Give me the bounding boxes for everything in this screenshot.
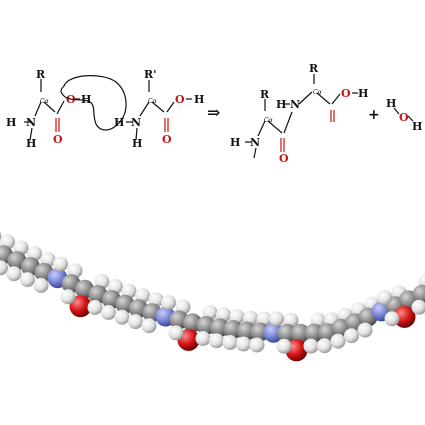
water-removal-loop [60, 75, 127, 131]
hydrogen-atom [33, 277, 49, 293]
hydrogen-atom [168, 325, 184, 341]
hydrogen-atom [222, 335, 238, 350]
product-r1-label: R [260, 88, 270, 101]
carbon-atom [277, 323, 297, 343]
reaction-arrow: ⇒ [207, 103, 220, 122]
product-carbonyl-o-label: O [279, 152, 289, 165]
product-amine-n-label: N [250, 136, 260, 149]
r-group-label: R [36, 68, 46, 81]
product-alpha-carbon-2: Cα [313, 89, 322, 96]
amine-h2-label: H [26, 137, 36, 150]
hydrogen-atom [87, 300, 103, 315]
carbon-atom [291, 323, 310, 343]
hydrogen-atom [344, 328, 359, 344]
amine-h2-label-2: H [132, 137, 142, 150]
peptide-h-label: H [276, 98, 286, 111]
hydrogen-atom [249, 337, 265, 353]
alpha-carbon-label: Cα [40, 98, 49, 105]
hydrogen-atom [161, 295, 176, 310]
hydrogen-atom [236, 336, 251, 352]
alpha-carbon-label-2: Cα [148, 98, 157, 105]
oxygen-atom [69, 295, 92, 318]
hydrogen-atom [317, 338, 332, 354]
amine-n-label: N [26, 116, 36, 129]
product-r2-label: R [309, 62, 319, 75]
carbonyl-o-label-2: O [162, 133, 172, 146]
peptide-n-label: N [290, 98, 300, 111]
dipeptide-product: R R Cα Cα H N N H O O H [230, 62, 368, 165]
hydrogen-atom [6, 266, 22, 282]
hydroxyl-h-label-2: H [194, 93, 204, 106]
hydrogen-atom [384, 311, 400, 327]
plus-sign: + [368, 107, 380, 123]
hydrogen-atom [195, 331, 211, 346]
amino-acid-1: R Cα H N H O H O [6, 68, 91, 150]
product-hydroxyl-o-label: O [341, 87, 351, 100]
nitrogen-atom [263, 322, 284, 343]
hydrogen-atom [303, 338, 319, 354]
hydrogen-atom [114, 309, 130, 325]
hydrogen-atom [20, 272, 35, 288]
amine-h-label: H [6, 116, 16, 129]
hydrogen-atom [141, 318, 157, 334]
hydrogen-atom [276, 338, 292, 354]
hydrogen-atom [60, 289, 76, 305]
water-h2-label: H [412, 120, 422, 133]
hydrogen-atom [411, 299, 425, 315]
carbon-atom [304, 323, 324, 343]
hydrogen-atom [101, 305, 116, 320]
product-hydroxyl-h-label: H [358, 87, 368, 100]
polyamide-chain-model [0, 231, 425, 362]
product-amine-h-label: H [230, 136, 240, 149]
amine-h-label-2: H [114, 116, 124, 129]
hydrogen-atom [377, 289, 392, 305]
carbonyl-o-label: O [53, 133, 63, 146]
product-alpha-carbon-1: Cα [264, 117, 273, 124]
amino-acid-2: R' Cα H N H O H O [114, 68, 204, 150]
hydrogen-atom [209, 333, 224, 349]
carbon-atom [412, 284, 425, 304]
hydrogen-atom [128, 314, 143, 330]
reaction-scheme: R Cα H N H O H O R' Cα H N H [6, 62, 422, 165]
amine-n-label-2: N [131, 116, 141, 129]
water-molecule: H O H [386, 97, 422, 133]
oxygen-atom [393, 305, 416, 328]
hydroxyl-h-label: H [81, 93, 91, 106]
carbon-atom [237, 321, 256, 341]
water-h1-label: H [386, 97, 396, 110]
r-prime-group-label: R' [144, 68, 157, 81]
hydrogen-atom [0, 260, 8, 276]
water-o-label: O [399, 111, 409, 124]
hydrogen-atom [53, 256, 68, 272]
hydrogen-atom [269, 311, 284, 327]
hydrogen-atom [330, 333, 346, 349]
hydrogen-atom [357, 322, 373, 338]
hydroxyl-o-label-2: O [175, 93, 185, 106]
